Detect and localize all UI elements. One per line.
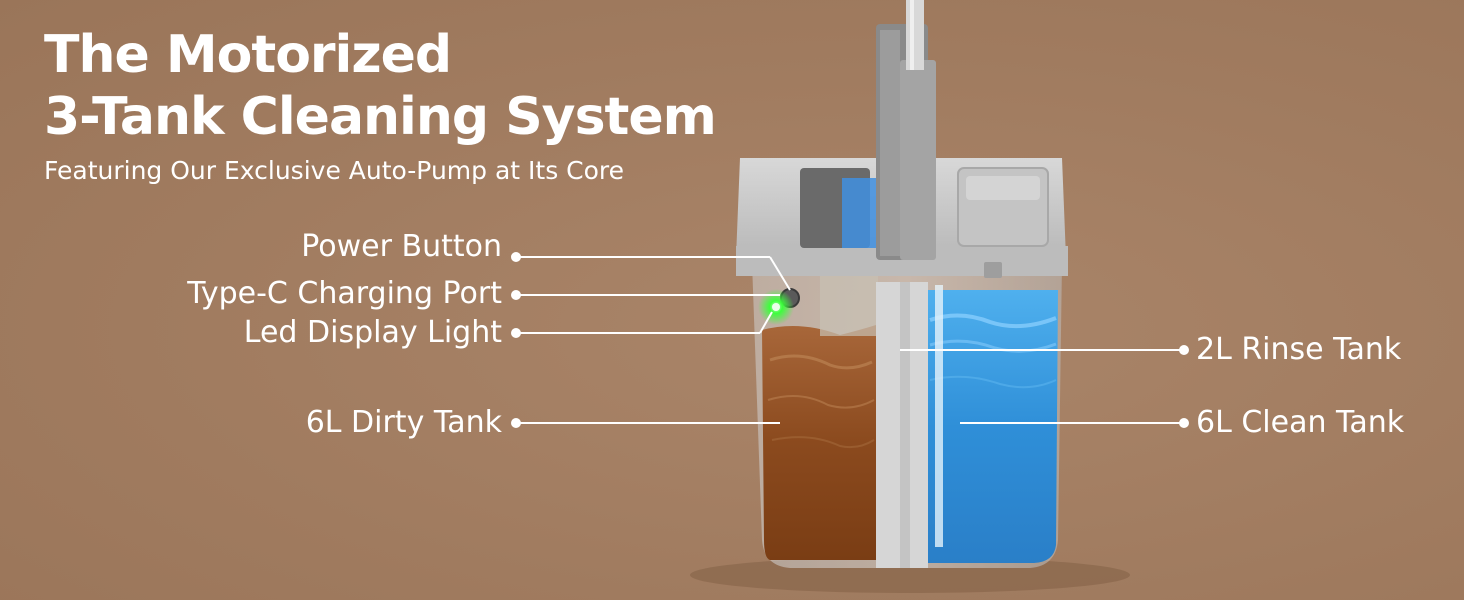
callout-clean-tank: 6L Clean Tank <box>1196 405 1405 440</box>
callout-led-light: Led Display Light <box>243 315 502 350</box>
mop-frame <box>900 60 936 260</box>
clean-tank-tube <box>935 285 943 547</box>
right-callout-lines <box>900 345 1189 428</box>
left-callout-lines <box>511 252 791 428</box>
mop-handle <box>906 0 924 70</box>
callout-dirty-tank: 6L Dirty Tank <box>305 405 502 440</box>
headline-line-2: 3-Tank Cleaning System <box>44 87 717 147</box>
callout-type-c-port: Type-C Charging Port <box>187 276 502 311</box>
clean-tank-water <box>928 290 1058 563</box>
dirty-tank-water <box>762 325 876 560</box>
page-title: The Motorized 3-Tank Cleaning System <box>44 24 717 148</box>
callout-power-button: Power Button <box>301 229 502 264</box>
callout-rinse-tank: 2L Rinse Tank <box>1196 332 1402 367</box>
lid-latch <box>984 262 1002 278</box>
headline-line-1: The Motorized <box>44 25 452 85</box>
page-subtitle: Featuring Our Exclusive Auto-Pump at Its… <box>44 156 625 185</box>
pump-chamber <box>820 276 878 336</box>
